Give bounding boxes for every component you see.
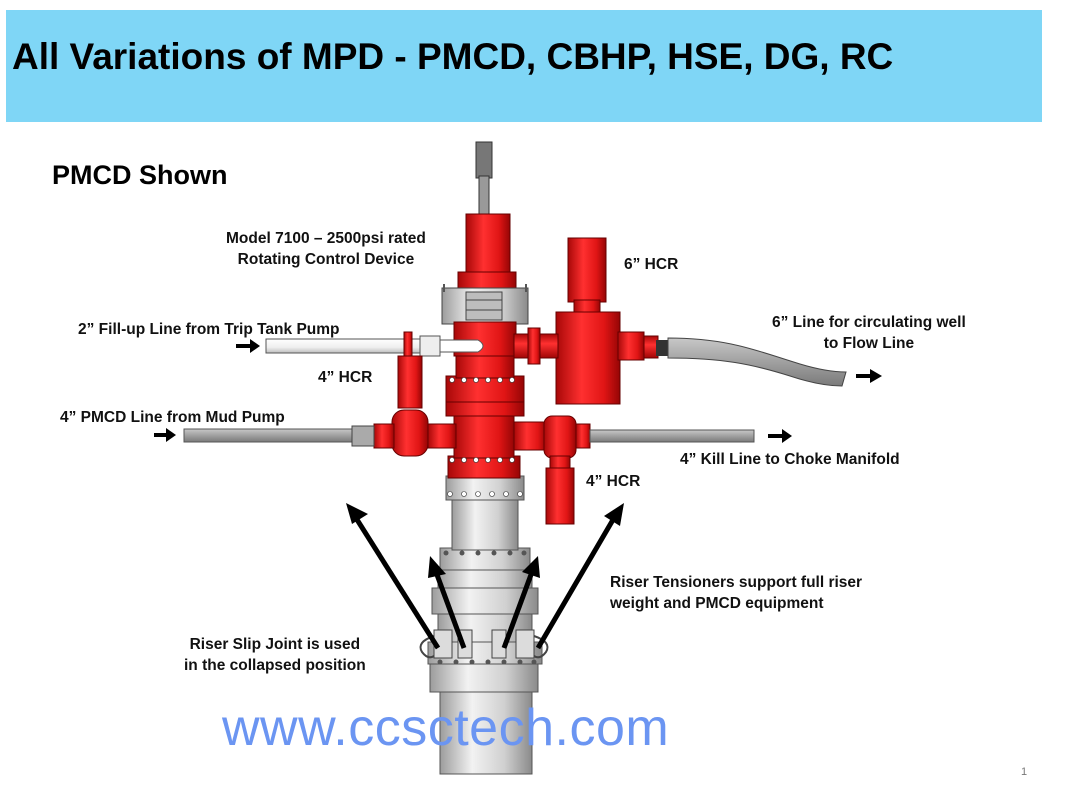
pmcd-line-label: 4” PMCD Line from Mud Pump — [60, 409, 285, 426]
fillup-line-label: 2” Fill-up Line from Trip Tank Pump — [78, 321, 340, 338]
circulating-line-label-line2: to Flow Line — [823, 335, 915, 352]
kill-line-pipe — [589, 429, 755, 443]
title-banner — [6, 10, 1042, 122]
circulating-line-label: 6” Line for circulating well to Flow Lin… — [772, 312, 966, 354]
four-inch-hcr-left — [373, 355, 457, 457]
tensioners-label: Riser Tensioners support full riser weig… — [610, 572, 862, 614]
pmcd-line-coupling — [351, 425, 375, 447]
pmcd-line-pipe — [183, 428, 357, 443]
tensioners-label-line2: weight and PMCD equipment — [610, 595, 824, 612]
fill-up-line — [265, 331, 484, 357]
slip-joint-label-line1: Riser Slip Joint is used — [189, 636, 361, 653]
circulating-line-label-line1: 6” Line for circulating well — [772, 314, 966, 331]
flow-line-hose — [667, 337, 847, 387]
lower-red-flange-stack — [445, 353, 525, 501]
pmcd-line-arrow — [154, 428, 176, 442]
fill-up-arrow — [236, 339, 260, 353]
flow-line-arrow — [856, 369, 882, 383]
rotating-control-device — [441, 141, 529, 357]
tensioners-label-line1: Riser Tensioners support full riser — [610, 574, 863, 591]
page-number: 1 — [1021, 766, 1028, 778]
rcd-label-line1: Model 7100 – 2500psi rated — [226, 230, 426, 247]
slip-joint-label: Riser Slip Joint is used in the collapse… — [184, 634, 366, 676]
hcr-left-label: 4” HCR — [318, 369, 373, 386]
six-inch-hcr-valve — [513, 237, 668, 405]
four-inch-hcr-right — [513, 415, 591, 525]
website-watermark: www.ccsctech.com — [222, 699, 670, 757]
section-subtitle: PMCD Shown — [52, 160, 228, 190]
rcd-label: Model 7100 – 2500psi rated Rotating Cont… — [226, 228, 426, 270]
hcr-bottom-right-label: 4” HCR — [586, 473, 641, 490]
kill-line-arrow — [768, 429, 792, 443]
rcd-label-line2: Rotating Control Device — [237, 251, 415, 268]
kill-line-label: 4” Kill Line to Choke Manifold — [680, 451, 900, 468]
hcr-top-right-label: 6” HCR — [624, 256, 679, 273]
slip-joint-label-line2: in the collapsed position — [184, 657, 366, 674]
tensioner-arrows — [346, 503, 624, 650]
page-title: All Variations of MPD - PMCD, CBHP, HSE,… — [12, 36, 894, 77]
